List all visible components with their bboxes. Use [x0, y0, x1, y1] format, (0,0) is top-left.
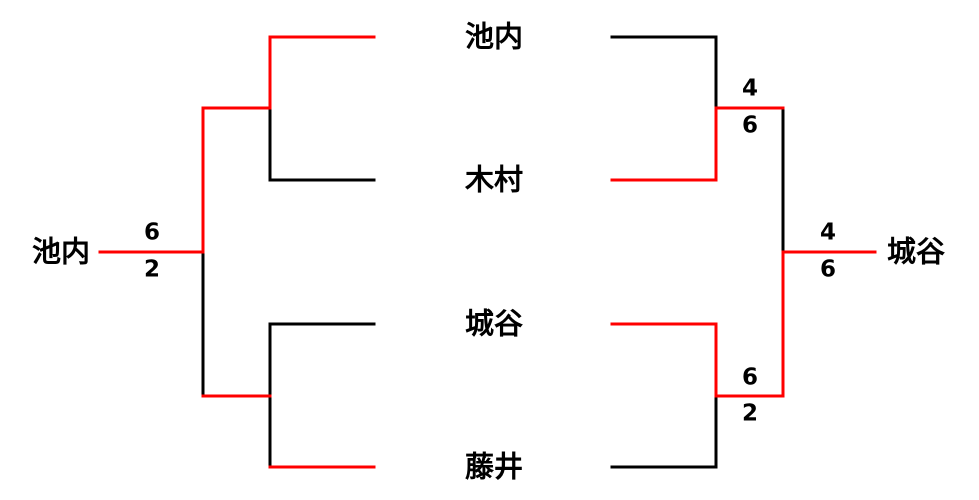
entrant-name: 池内 [464, 19, 524, 54]
left-final-score-bottom: 2 [143, 256, 161, 283]
entrant-name: 木村 [464, 162, 524, 197]
entrant-name: 城谷 [464, 306, 524, 341]
right-semi1-score-top: 4 [741, 75, 759, 102]
right-champion-name: 城谷 [886, 234, 946, 269]
right-semi1-score-bottom: 6 [741, 112, 759, 139]
left-final-score-top: 6 [143, 219, 161, 246]
right-final-score-bottom: 6 [819, 256, 837, 283]
right-semi2-score-bottom: 2 [741, 400, 759, 427]
entrant-name: 藤井 [464, 449, 524, 484]
right-final-score-top: 4 [819, 219, 837, 246]
left-champion-name: 池内 [31, 234, 91, 269]
right-semi2-score-top: 6 [741, 364, 759, 391]
